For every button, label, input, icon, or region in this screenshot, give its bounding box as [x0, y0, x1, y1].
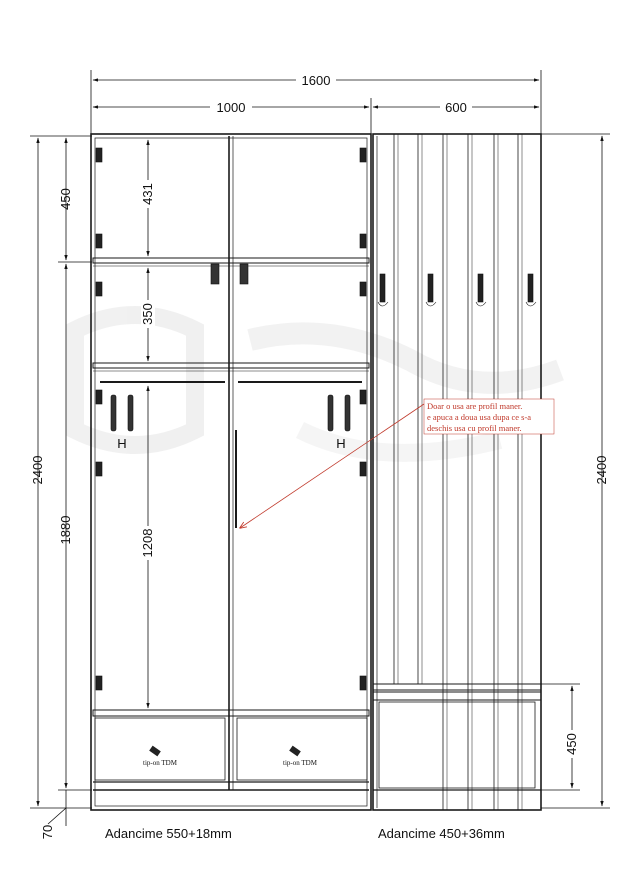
drawer-right-label: tip-on TDM: [283, 759, 318, 767]
dim-inner-350: 350: [140, 303, 155, 325]
dim-height-bottom: 1880: [58, 516, 73, 545]
right-panel: [372, 133, 542, 811]
note-line-1: Doar o usa are profil maner.: [427, 401, 522, 411]
dim-height-top: 450: [58, 188, 73, 210]
note-box: [423, 398, 555, 435]
left-wardrobe: [90, 133, 372, 811]
coat-hook-icons: [377, 273, 537, 307]
dim-plinth: 70: [40, 825, 55, 839]
caption-left: Adancime 550+18mm: [105, 826, 232, 841]
drawer-left-label: tip-on TDM: [143, 759, 178, 767]
dim-right-width: 600: [445, 100, 467, 115]
caption-right: Adancime 450+36mm: [378, 826, 505, 841]
dim-right-total-height: 2400: [594, 456, 609, 485]
watermark-logo: [66, 306, 564, 462]
hinge-icons: [95, 147, 367, 691]
rail-support-icons: [110, 263, 351, 432]
dim-inner-431: 431: [140, 183, 155, 205]
rail-mark-left: H: [117, 436, 126, 451]
dim-total-height: 2400: [30, 456, 45, 485]
dim-inner-1208: 1208: [140, 529, 155, 558]
dim-right-bench-height: 450: [564, 733, 579, 755]
dim-total-width: 1600: [302, 73, 331, 88]
note-line-3: deschis usa cu profil maner.: [427, 423, 522, 433]
drawer-lock-icons: [149, 745, 301, 757]
note-line-2: e apuca a doua usa dupa ce s-a: [427, 412, 531, 422]
left-dimensions: [30, 135, 92, 826]
dim-left-width: 1000: [217, 100, 246, 115]
note-arrow: [240, 403, 425, 528]
rail-mark-right: H: [336, 436, 345, 451]
